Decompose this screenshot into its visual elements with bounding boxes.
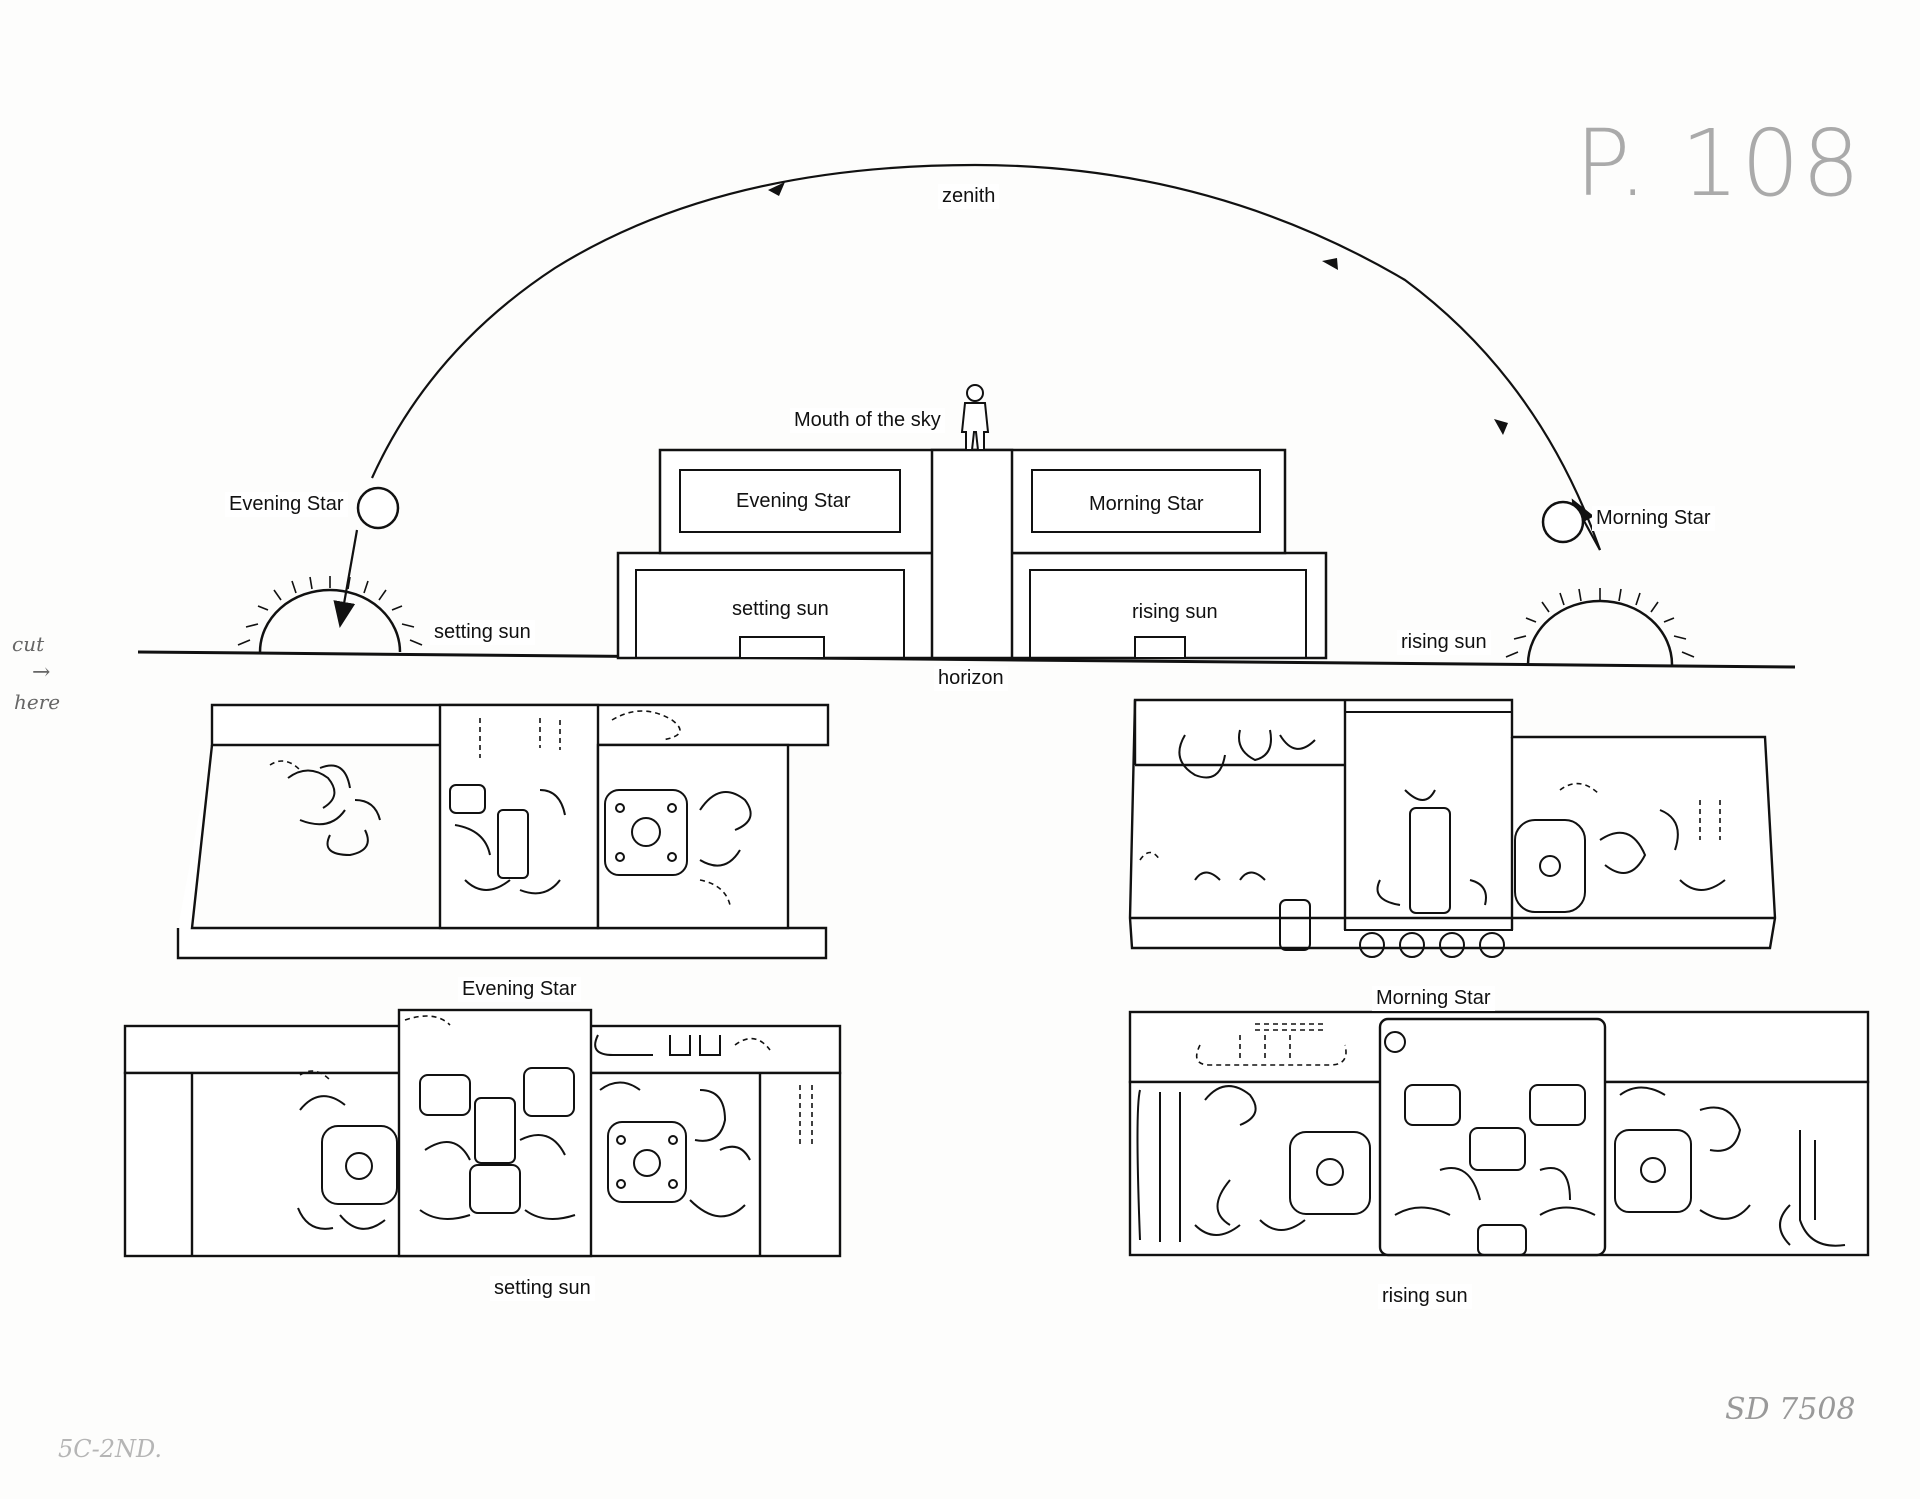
frieze-morning-star [1128,698,1777,958]
mouth-of-sky-label: Mouth of the sky [790,408,945,433]
frieze-rising-sun [1128,1010,1870,1257]
rising-sun-sky-label: rising sun [1397,630,1491,655]
building-rising-sun-label: rising sun [1128,600,1222,625]
building-setting-sun-label: setting sun [728,597,833,622]
setting-sun-sky-label: setting sun [430,620,535,645]
setting-sun-icon [237,576,423,653]
evening-star-circle [356,486,400,530]
frieze-rising-sun-caption: rising sun [1378,1284,1472,1309]
cut-note-line1: cut [12,632,45,656]
page-number-note: P. 108 [1575,110,1863,217]
morning-star-circle [1541,500,1585,544]
temple-building [616,448,1328,660]
zenith-label: zenith [938,184,1000,209]
plate-note: 5C-2ND. [58,1435,163,1463]
cut-note-arrow: → [32,660,51,685]
horizon-line [137,650,1796,669]
building-evening-star-label: Evening Star [732,489,855,514]
frieze-morning-star-caption: Morning Star [1372,986,1495,1011]
frieze-evening-star [176,703,830,960]
evening-star-sky-label: Evening Star [225,492,348,517]
person-figure-icon [960,384,990,451]
horizon-label: horizon [934,666,1008,691]
morning-star-sky-label: Morning Star [1592,506,1715,531]
catalog-number-note: SD 7508 [1725,1392,1856,1427]
arc-direction-arrows [768,182,1508,435]
frieze-setting-sun [123,1008,842,1258]
frieze-evening-star-caption: Evening Star [458,977,581,1002]
building-morning-star-label: Morning Star [1085,492,1208,517]
frieze-setting-sun-caption: setting sun [490,1276,595,1301]
cut-note-line2: here [14,690,61,714]
rising-sun-icon [1505,588,1695,666]
